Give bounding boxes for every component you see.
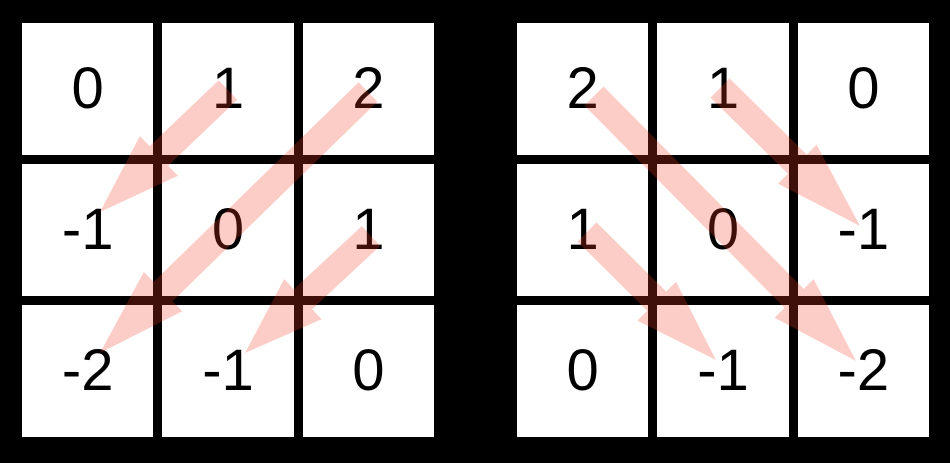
grid-cell: 0 bbox=[657, 164, 789, 296]
grid-cell: 1 bbox=[302, 164, 434, 296]
grid-cell: 2 bbox=[517, 23, 649, 155]
grid-cell: 1 bbox=[517, 164, 649, 296]
grid-cell: 0 bbox=[797, 23, 929, 155]
grid-cell: -1 bbox=[657, 305, 789, 437]
grid-cell: -1 bbox=[162, 305, 294, 437]
grid-cell: 1 bbox=[657, 23, 789, 155]
right-kernel-grid: 2 1 0 1 0 -1 0 -1 -2 bbox=[517, 23, 929, 437]
grid-cell: 0 bbox=[162, 164, 294, 296]
left-kernel-grid: 0 1 2 -1 0 1 -2 -1 0 bbox=[22, 23, 434, 437]
grid-cell: 0 bbox=[517, 305, 649, 437]
grid-cell: 0 bbox=[302, 305, 434, 437]
grid-cell: -2 bbox=[797, 305, 929, 437]
grid-cell: 1 bbox=[162, 23, 294, 155]
grid-cell: -1 bbox=[797, 164, 929, 296]
grid-cell: -1 bbox=[22, 164, 154, 296]
grid-cell: 2 bbox=[302, 23, 434, 155]
grid-cell: 0 bbox=[22, 23, 154, 155]
grid-cell: -2 bbox=[22, 305, 154, 437]
